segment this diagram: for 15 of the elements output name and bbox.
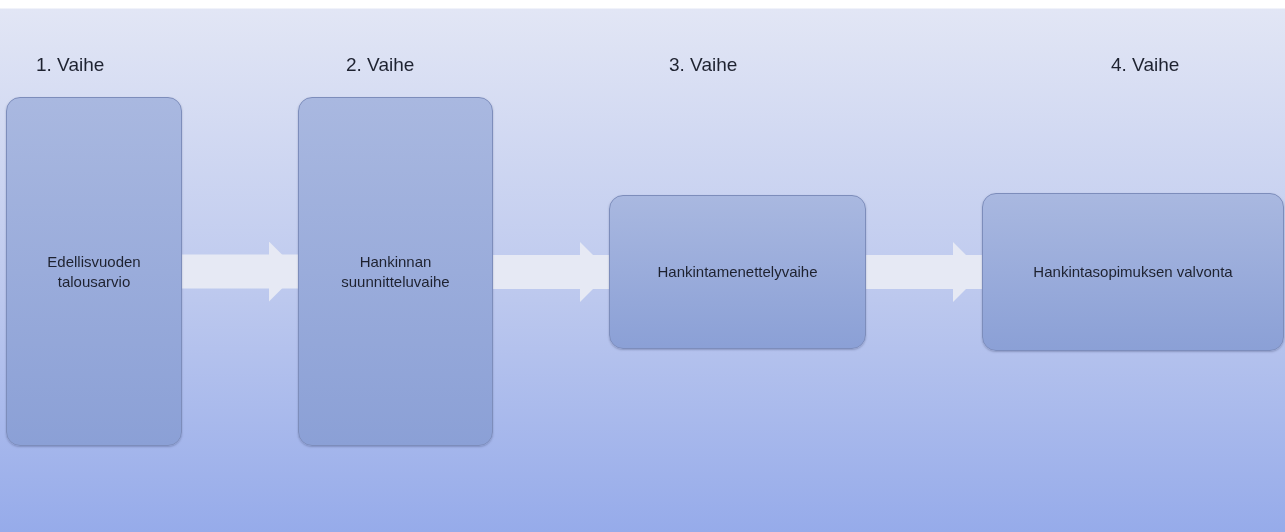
process-label: Edellisvuoden talousarvio (46, 251, 142, 292)
stage-heading: 4. Vaihe (1111, 54, 1180, 76)
stage-heading: 2. Vaihe (346, 54, 415, 76)
stage-heading: 1. Vaihe (36, 54, 105, 76)
process-label: Hankinnan suunnitteluvaihe (340, 251, 451, 292)
process-box (982, 193, 1284, 351)
stage-heading: 3. Vaihe (669, 54, 738, 76)
process-box (609, 195, 866, 349)
block-arrow (493, 242, 610, 302)
process-box (298, 97, 493, 446)
block-arrow (182, 241, 299, 302)
process-label: Hankintasopimuksen valvonta (1033, 262, 1233, 282)
process-label: Hankintamenettelyvaihe (657, 262, 818, 282)
block-arrow (866, 242, 983, 302)
process-box (6, 97, 182, 446)
